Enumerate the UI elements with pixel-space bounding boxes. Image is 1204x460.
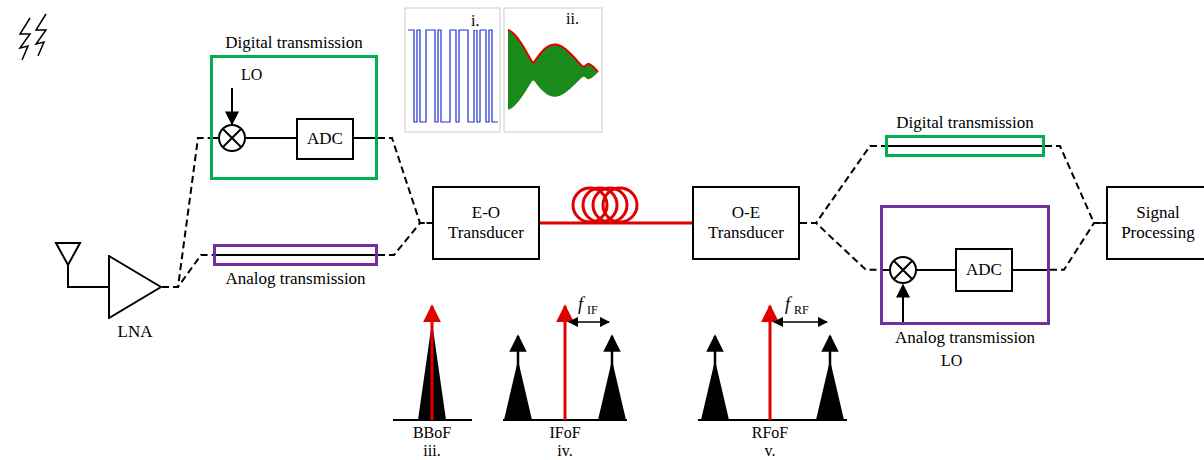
analog-waveform (508, 30, 598, 110)
lightning-symbol (20, 14, 46, 60)
adc-box: ADC (296, 118, 354, 160)
signal-path (378, 223, 432, 255)
spectrum (393, 306, 847, 420)
node-text: ADC (960, 260, 1008, 280)
subscript-label: RF (793, 304, 810, 317)
node-text: Analog transmission (895, 328, 1035, 348)
signal-path (378, 138, 432, 223)
wire (885, 145, 1045, 147)
node-text: Analog transmission (225, 269, 365, 289)
transducer-box: E-O Transducer (432, 186, 540, 260)
digital-block: Digital transmission (885, 135, 1045, 157)
box-outline (885, 135, 1045, 157)
callout-label: iv. (556, 442, 573, 460)
signal-path (1045, 146, 1106, 223)
wire (245, 137, 296, 139)
adc-box: ADC (955, 248, 1013, 292)
inset-frame (405, 8, 500, 132)
node-text: E-O Transducer (432, 203, 540, 242)
lo-arrow (231, 88, 233, 124)
envelope-line (508, 30, 598, 72)
signal-path (162, 138, 210, 287)
wire (352, 137, 378, 139)
node-text: ADC (301, 129, 349, 149)
digital-waveform (408, 30, 498, 122)
callout-label: ii. (565, 10, 580, 28)
callout-label: LO (940, 352, 963, 370)
node-text: Signal Processing (1106, 203, 1204, 242)
box-outline (213, 244, 378, 266)
callout-label: f (577, 295, 584, 315)
transducer-box: O-E Transducer (692, 186, 800, 260)
callout-label: RFoF (751, 424, 789, 442)
subscript-label: IF (586, 304, 599, 317)
antenna-symbol (56, 243, 108, 287)
wire (213, 254, 378, 256)
callout-label: IFoF (548, 424, 581, 442)
signal-path (800, 223, 880, 270)
signal-path (1050, 223, 1106, 270)
callout-label: BBoF (412, 424, 452, 442)
analog-block: Analog transmission (213, 244, 378, 266)
callout-label: LO (240, 66, 263, 84)
analog-block: Analog transmissionADC (880, 205, 1050, 325)
lo-arrow (902, 285, 904, 324)
process-box: Signal Processing (1106, 186, 1204, 260)
node-text: Digital transmission (225, 33, 362, 53)
callout-label: i. (470, 12, 480, 30)
signal-path (162, 255, 213, 287)
wire (916, 269, 955, 271)
mixer-symbol (890, 257, 916, 283)
callout-label: f (784, 295, 791, 315)
callout-label: iii. (422, 442, 441, 460)
inset-frame (504, 8, 602, 132)
node-text: LNA (118, 322, 153, 342)
digital-block: Digital transmissionADC (210, 55, 378, 180)
wire (1011, 269, 1050, 271)
mixer-symbol (219, 125, 245, 151)
node-text: O-E Transducer (692, 203, 800, 242)
signal-path (800, 146, 885, 223)
amplifier-triangle: LNA (108, 255, 162, 319)
amplifier-outline (108, 255, 162, 319)
callout-label: v. (764, 442, 777, 460)
fiber-coil (573, 188, 637, 222)
optical-fiber (540, 222, 692, 225)
node-text: Digital transmission (896, 113, 1033, 133)
